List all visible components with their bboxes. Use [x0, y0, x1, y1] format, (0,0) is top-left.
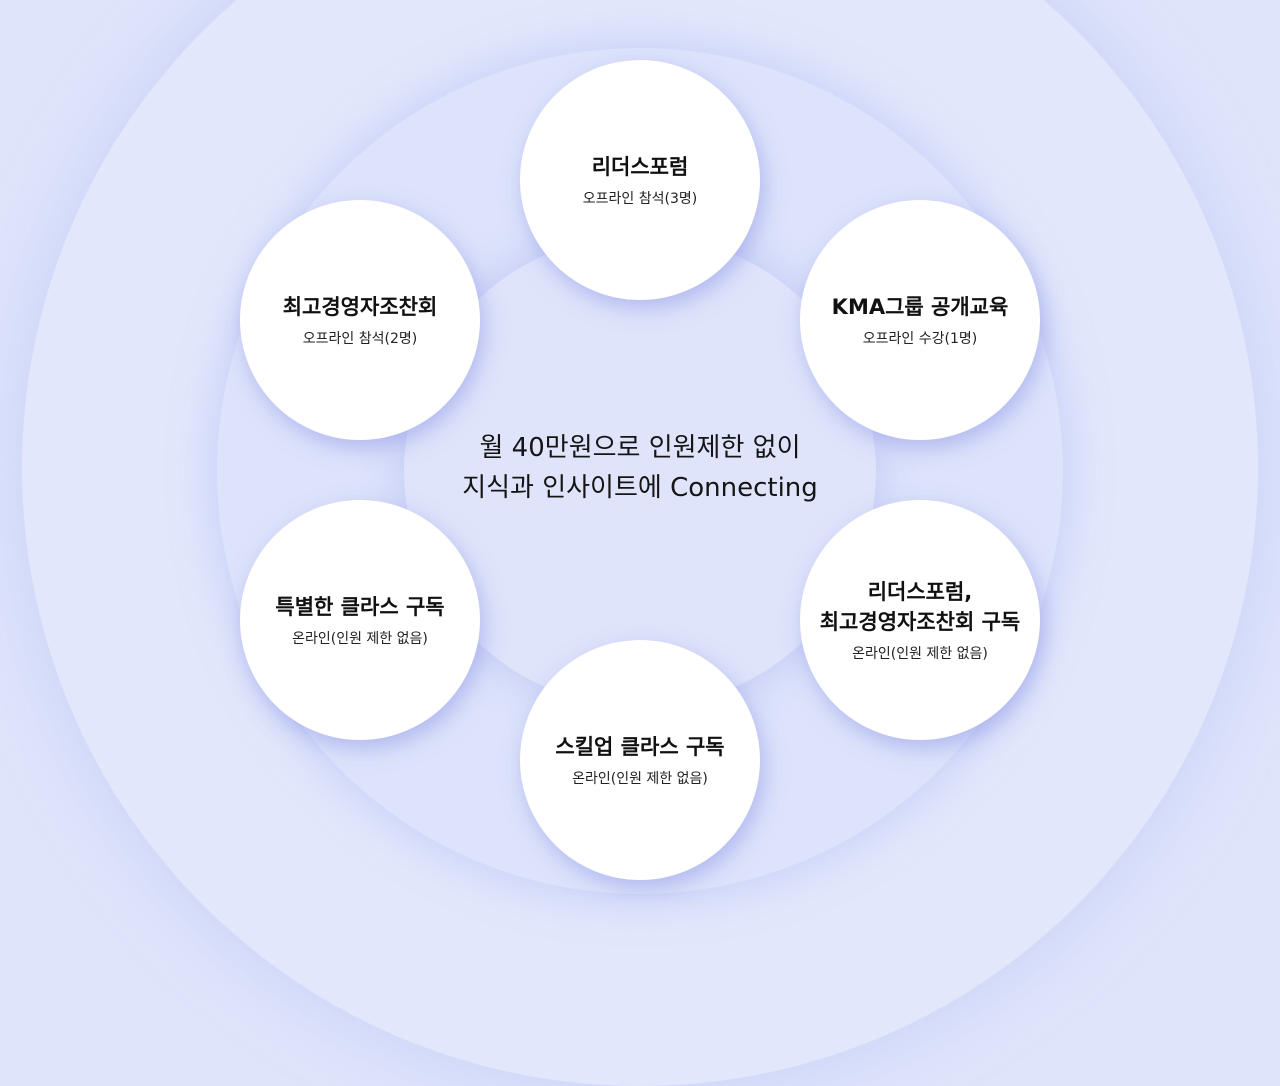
node-subtitle: 오프라인 참석(2명)	[302, 331, 418, 347]
center-message-line-1: 월 40만원으로 인원제한 없이	[479, 433, 801, 463]
node-forum-breakfast-subscription: 리더스포럼, 최고경영자조찬회 구독 온라인(인원 제한 없음)	[800, 500, 1040, 740]
node-title-line-2: 최고경영자조찬회 구독	[819, 610, 1021, 634]
center-message-line-2: 지식과 인사이트에 Connecting	[462, 473, 818, 503]
node-subtitle: 온라인(인원 제한 없음)	[292, 631, 428, 647]
node-title: 특별한 클라스 구독	[275, 595, 445, 619]
node-subtitle: 온라인(인원 제한 없음)	[852, 646, 988, 662]
node-special-class-subscription: 특별한 클라스 구독 온라인(인원 제한 없음)	[240, 500, 480, 740]
node-title: 최고경영자조찬회	[282, 295, 438, 319]
node-title-line-1: 리더스포럼,	[867, 580, 973, 604]
node-title: KMA그룹 공개교육	[831, 295, 1009, 319]
inner-ring	[404, 235, 876, 707]
node-ceo-breakfast: 최고경영자조찬회 오프라인 참석(2명)	[240, 200, 480, 440]
node-subtitle: 오프라인 참석(3명)	[582, 191, 698, 207]
node-subtitle: 온라인(인원 제한 없음)	[572, 771, 708, 787]
node-kma-public-education: KMA그룹 공개교육 오프라인 수강(1명)	[800, 200, 1040, 440]
node-title: 스킬업 클라스 구독	[555, 735, 725, 759]
node-leaders-forum: 리더스포럼 오프라인 참석(3명)	[520, 60, 760, 300]
node-skillup-class-subscription: 스킬업 클라스 구독 온라인(인원 제한 없음)	[520, 640, 760, 880]
node-title: 리더스포럼	[591, 155, 689, 179]
center-message: 월 40만원으로 인원제한 없이 지식과 인사이트에 Connecting	[404, 428, 876, 508]
node-subtitle: 오프라인 수강(1명)	[862, 331, 978, 347]
